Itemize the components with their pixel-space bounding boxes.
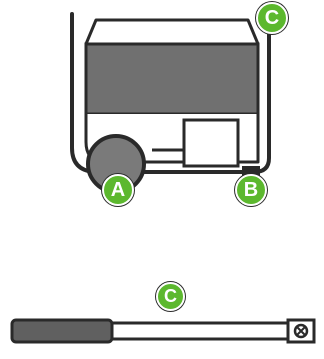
handle-bar	[10, 318, 316, 344]
callout-c-handle-top: C	[256, 2, 288, 34]
handle-tube	[110, 321, 290, 341]
handle-bolt-icon	[293, 323, 309, 339]
callout-a-wheel: A	[102, 174, 134, 206]
callout-c-handle-bottom: C	[156, 282, 185, 311]
handle-bolt-slot-2	[295, 325, 307, 337]
engine-block	[182, 118, 240, 168]
callout-b-foot: B	[235, 174, 267, 206]
housing-body	[84, 42, 260, 116]
handle-grip	[10, 318, 114, 344]
housing-top	[84, 18, 260, 46]
